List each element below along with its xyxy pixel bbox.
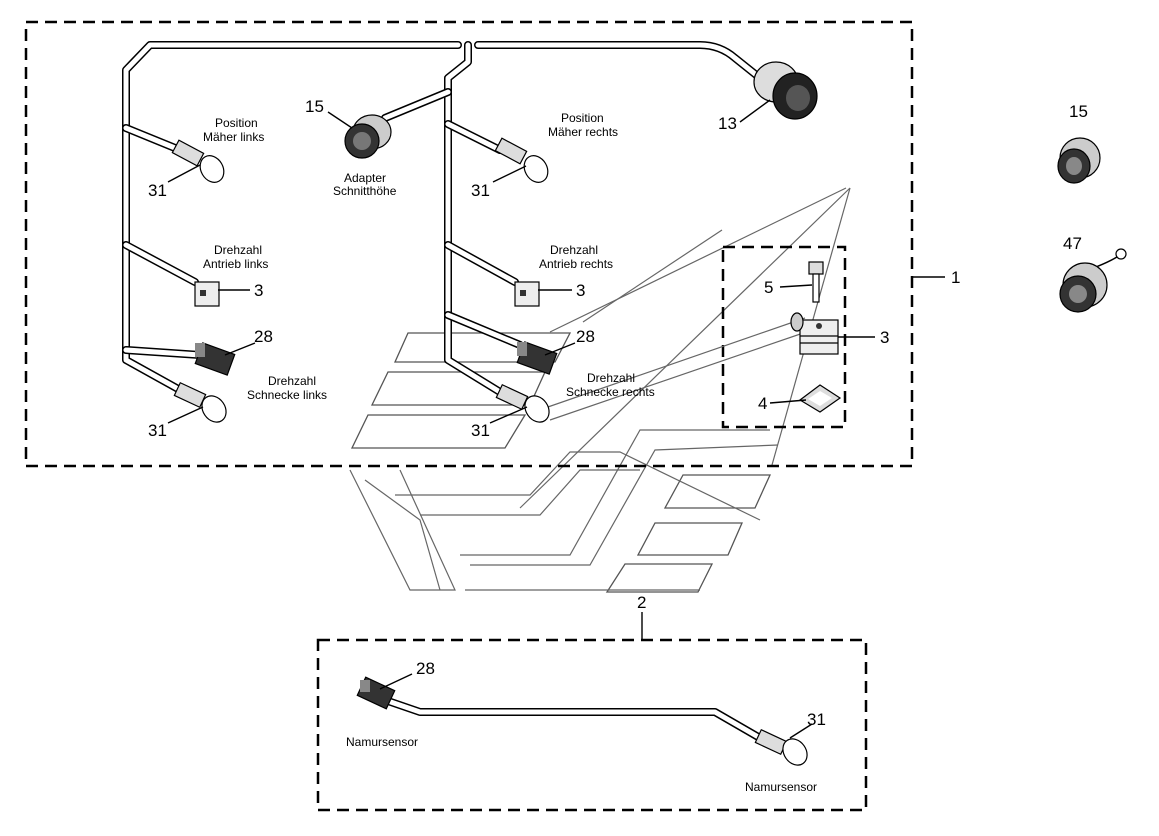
label-rpm-drive-left: Antrieb links bbox=[203, 257, 268, 271]
sensor-3-exploded bbox=[790, 312, 839, 355]
label-rpm-auger-left: Drehzahl bbox=[268, 374, 316, 388]
callout-31: 31 bbox=[148, 421, 167, 440]
label-rpm-auger-right: Drehzahl bbox=[587, 371, 635, 385]
connector-28-left bbox=[194, 342, 236, 376]
sensor-3-cable bbox=[544, 317, 813, 421]
label-namursensor: Namursensor bbox=[745, 780, 817, 794]
label-adapter: Adapter bbox=[344, 171, 386, 185]
harness-2-frame bbox=[316, 638, 868, 812]
plug-31-auger-left bbox=[173, 381, 227, 423]
callout-5: 5 bbox=[764, 278, 773, 297]
callouts: 31 31 15 13 3 3 28 28 31 31 5 3 4 1 15 4… bbox=[148, 97, 1088, 729]
plug-31-auger-right bbox=[495, 383, 550, 423]
callout-28: 28 bbox=[576, 327, 595, 346]
label-rpm-auger-right: Schnecke rechts bbox=[566, 385, 655, 399]
bolt-5 bbox=[808, 261, 824, 303]
label-rpm-drive-right: Antrieb rechts bbox=[539, 257, 613, 271]
label-namursensor: Namursensor bbox=[346, 735, 418, 749]
label-rpm-auger-left: Schnecke links bbox=[247, 388, 327, 402]
connector-28-harness-2 bbox=[356, 676, 396, 710]
round-connector-13 bbox=[753, 61, 818, 120]
callout-31: 31 bbox=[148, 181, 167, 200]
main-harness-wires bbox=[122, 41, 764, 396]
sensor-3-drive-right bbox=[514, 281, 540, 307]
callout-15: 15 bbox=[305, 97, 324, 116]
callout-31: 31 bbox=[471, 181, 490, 200]
ghost-machine-outline bbox=[349, 187, 851, 593]
callout-3: 3 bbox=[254, 281, 263, 300]
label-position-right: Mäher rechts bbox=[548, 125, 618, 139]
label-position-left: Position bbox=[215, 116, 258, 130]
connector-28-right bbox=[516, 341, 558, 375]
cap-15 bbox=[1057, 137, 1101, 184]
label-position-right: Position bbox=[561, 111, 604, 125]
label-position-left: Mäher links bbox=[203, 130, 264, 144]
harness-1-frame bbox=[24, 20, 914, 468]
callout-3: 3 bbox=[576, 281, 585, 300]
labels: Position Mäher links Position Mäher rech… bbox=[203, 111, 817, 794]
label-adapter: Schnitthöhe bbox=[333, 184, 397, 198]
sensor-3-drive-left bbox=[194, 281, 220, 307]
callout-28: 28 bbox=[416, 659, 435, 678]
callout-28: 28 bbox=[254, 327, 273, 346]
label-rpm-drive-left: Drehzahl bbox=[214, 243, 262, 257]
cap-47 bbox=[1059, 248, 1127, 313]
callout-13: 13 bbox=[718, 114, 737, 133]
gasket-4 bbox=[798, 384, 842, 413]
leader-lines bbox=[167, 99, 945, 739]
plug-31-position-right bbox=[494, 137, 549, 183]
callout-31: 31 bbox=[807, 710, 826, 729]
callout-31: 31 bbox=[471, 421, 490, 440]
callout-2: 2 bbox=[637, 593, 646, 612]
harness-2-wire bbox=[381, 696, 764, 742]
callout-3: 3 bbox=[880, 328, 889, 347]
plug-31-position-left bbox=[171, 139, 225, 183]
callout-15: 15 bbox=[1069, 102, 1088, 121]
callout-1: 1 bbox=[951, 268, 960, 287]
label-rpm-drive-right: Drehzahl bbox=[550, 243, 598, 257]
adapter-connector-15 bbox=[344, 114, 392, 159]
callout-4: 4 bbox=[758, 394, 767, 413]
callout-47: 47 bbox=[1063, 234, 1082, 253]
plug-31-harness-2 bbox=[754, 728, 808, 766]
